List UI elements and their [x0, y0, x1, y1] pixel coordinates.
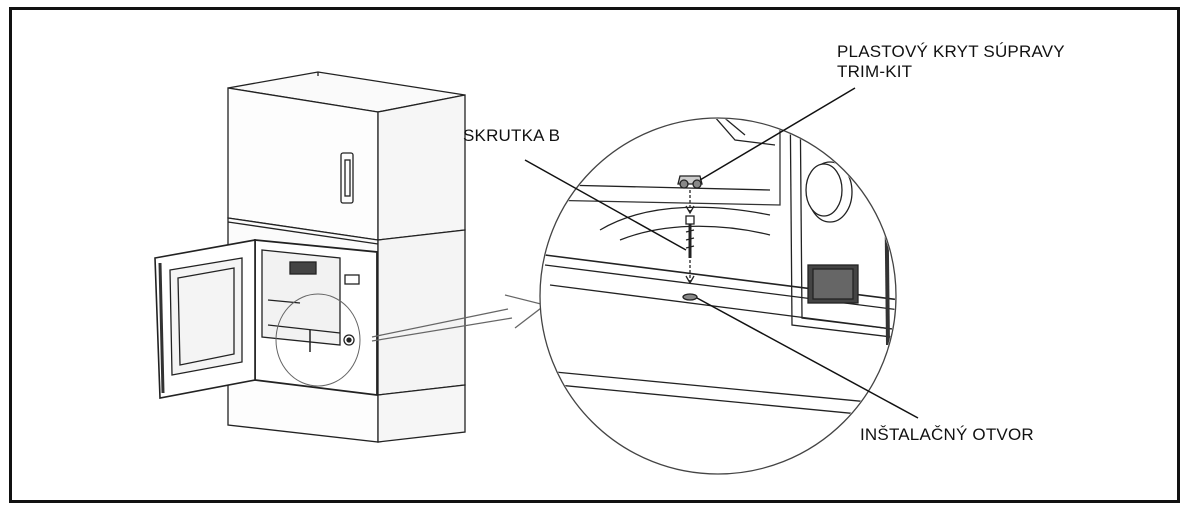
detail-circle: [275, 293, 361, 387]
screw-b-icon: [685, 215, 695, 285]
magnified-detail: [539, 117, 897, 475]
trim-kit-cover-icon: [677, 175, 703, 215]
leader-hole: [696, 297, 919, 419]
control-knob: [343, 334, 355, 346]
cabinet-handle: [340, 152, 354, 204]
label-screw-b: SKRUTKA B: [463, 126, 561, 145]
label-installation-hole: INŠTALAČNÝ OTVOR: [860, 425, 1034, 444]
installation-hole: [682, 293, 698, 301]
label-trim-cover-line1: PLASTOVÝ KRYT SÚPRAVY: [837, 42, 1065, 61]
leader-screw: [524, 159, 687, 251]
control-display: [344, 274, 360, 285]
leader-lines: [524, 87, 919, 419]
label-trim-cover-line2: TRIM-KIT: [837, 62, 913, 81]
leader-trim-cover: [699, 87, 856, 181]
cabinet-illustration: [154, 71, 466, 443]
cavity-vent: [289, 261, 317, 275]
